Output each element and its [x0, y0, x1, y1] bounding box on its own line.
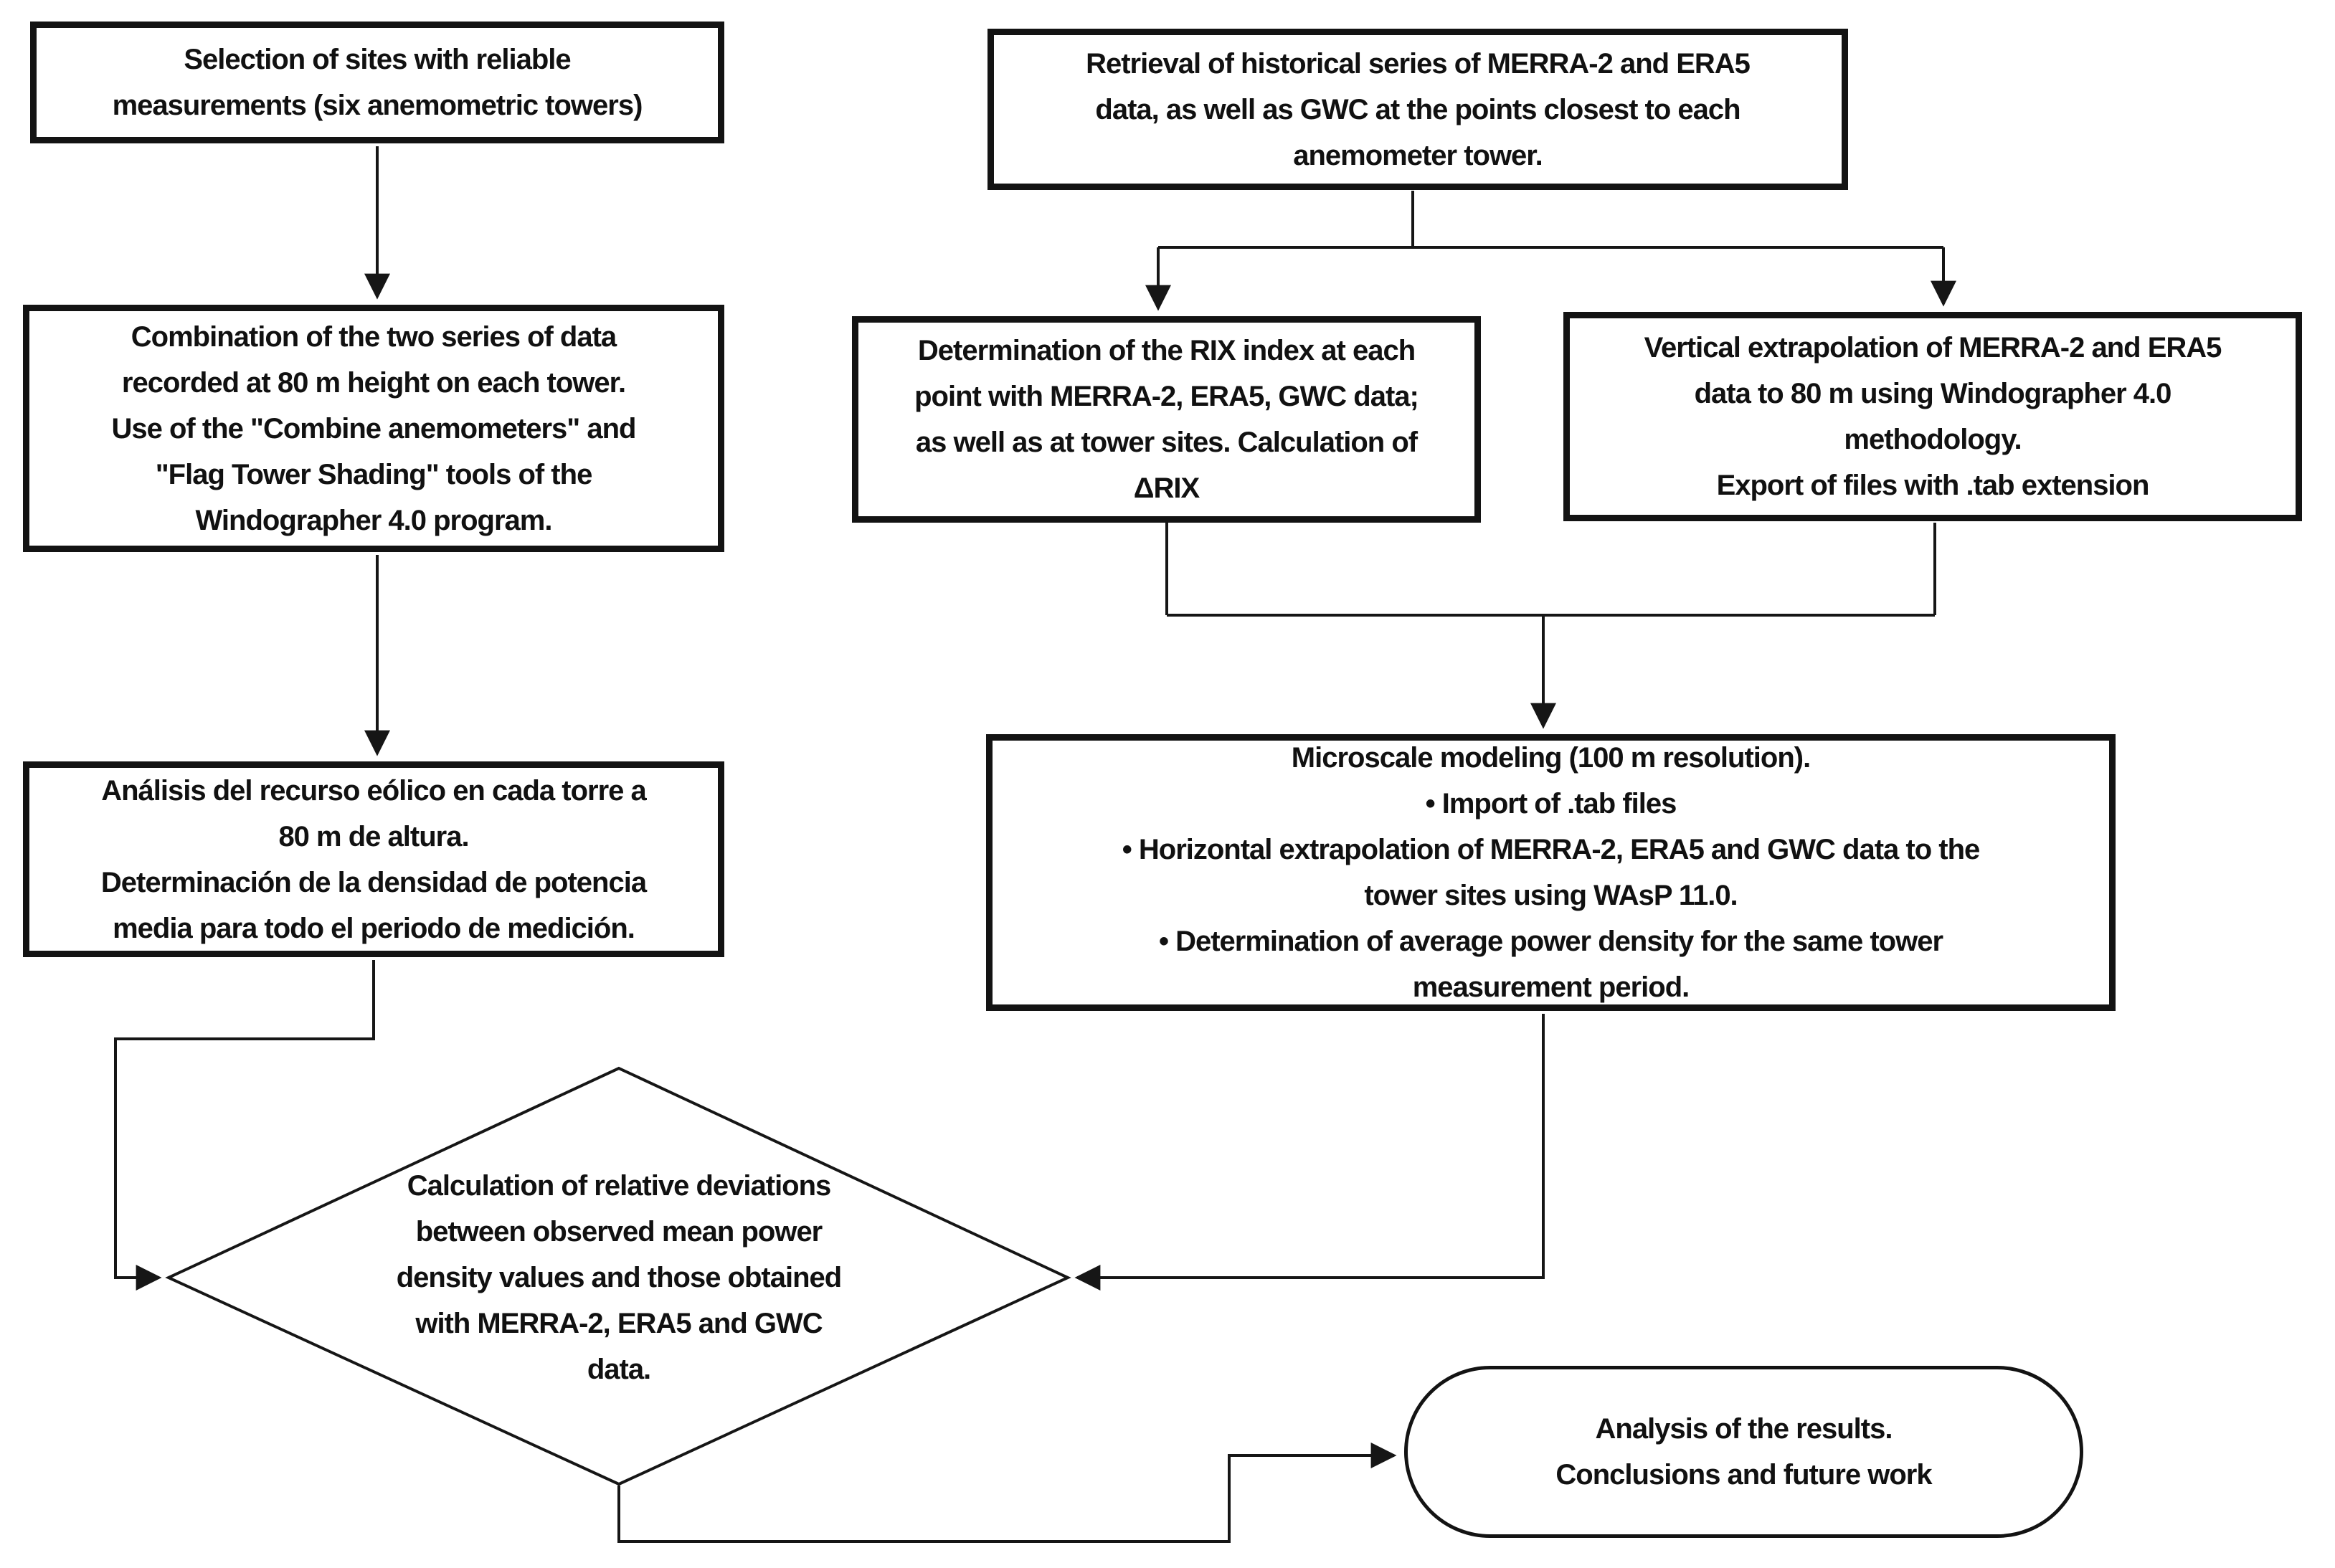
- process-text-line: Selection of sites with reliable: [184, 44, 571, 75]
- decision-diamond: [165, 1066, 1071, 1486]
- process-box-vertical-extrapolation: Vertical extrapolation of MERRA-2 and ER…: [1563, 312, 2302, 521]
- process-text-line: Microscale modeling (100 m resolution).: [1291, 742, 1811, 774]
- decision-text-line: density values and those obtained: [396, 1262, 842, 1293]
- process-text-line: Combination of the two series of data: [131, 320, 617, 353]
- process-box-rix-determination: Determination of the RIX index at each p…: [852, 316, 1481, 523]
- process-box-wind-resource-analysis: Análisis del recurso eólico en cada torr…: [23, 761, 724, 957]
- decision-text-line: with MERRA-2, ERA5 and GWC: [415, 1308, 823, 1339]
- process-text-line: point with MERRA-2, ERA5, GWC data;: [914, 381, 1419, 412]
- process-text-line: "Flag Tower Shading" tools of the: [155, 458, 593, 490]
- bullet-item-continuation: tower sites using WAsP 11.0.: [1364, 880, 1738, 911]
- process-text-line: Determinación de la densidad de potencia: [100, 866, 647, 898]
- bullet-item: • Determination of average power density…: [1158, 926, 1943, 957]
- process-text-line: Windographer 4.0 program.: [195, 504, 553, 536]
- process-text-line: Retrieval of historical series of MERRA-…: [1086, 47, 1751, 80]
- process-box-site-selection: Selection of sites with reliable measure…: [30, 22, 724, 143]
- process-text-line: methodology.: [1844, 424, 2022, 455]
- connector-decision-to-results: [617, 1443, 1397, 1543]
- terminator-text-line: Analysis of the results.: [1595, 1413, 1893, 1445]
- process-text-line: Use of the "Combine anemometers" and: [111, 412, 637, 445]
- process-text-line: anemometer tower.: [1293, 139, 1543, 171]
- bullet-item: • Import of .tab files: [1425, 788, 1677, 819]
- process-text-line: recorded at 80 m height on each tower.: [121, 366, 626, 399]
- process-box-series-combination: Combination of the two series of data re…: [23, 305, 724, 552]
- decision-diamond-text: Calculation of relative deviations betwe…: [311, 1141, 927, 1414]
- process-box-data-retrieval: Retrieval of historical series of MERRA-…: [987, 29, 1848, 190]
- process-text-line: Análisis del recurso eólico en cada torr…: [101, 774, 647, 807]
- process-text-line: Export of files with .tab extension: [1716, 470, 2150, 501]
- terminator-ellipse-results: Analysis of the results. Conclusions and…: [1404, 1366, 2083, 1538]
- bullet-item-continuation: measurement period.: [1412, 971, 1690, 1003]
- process-text-line: 80 m de altura.: [278, 820, 469, 852]
- terminator-text-line: Conclusions and future work: [1555, 1459, 1932, 1491]
- process-text-line: media para todo el periodo de medición.: [113, 912, 635, 944]
- connector-analysis-to-decision: [114, 960, 375, 1291]
- process-text-line: Determination of the RIX index at each: [917, 335, 1416, 366]
- process-text-line: data, as well as GWC at the points close…: [1095, 93, 1740, 125]
- process-text-line: measurements (six anemometric towers): [112, 90, 643, 121]
- decision-text-line: between observed mean power: [415, 1216, 823, 1248]
- decision-text-line: data.: [587, 1354, 651, 1385]
- process-box-microscale-modeling: Microscale modeling (100 m resolution). …: [986, 734, 2116, 1011]
- bullet-item: • Horizontal extrapolation of MERRA-2, E…: [1122, 834, 1980, 865]
- process-text-line: Vertical extrapolation of MERRA-2 and ER…: [1644, 332, 2222, 364]
- process-text-line: as well as at tower sites. Calculation o…: [915, 427, 1418, 458]
- decision-text-line: Calculation of relative deviations: [407, 1170, 832, 1202]
- process-text-line: ΔRIX: [1133, 472, 1200, 504]
- connector-microscale-to-decision: [1074, 1014, 1545, 1291]
- process-text-line: data to 80 m using Windographer 4.0: [1694, 378, 2172, 409]
